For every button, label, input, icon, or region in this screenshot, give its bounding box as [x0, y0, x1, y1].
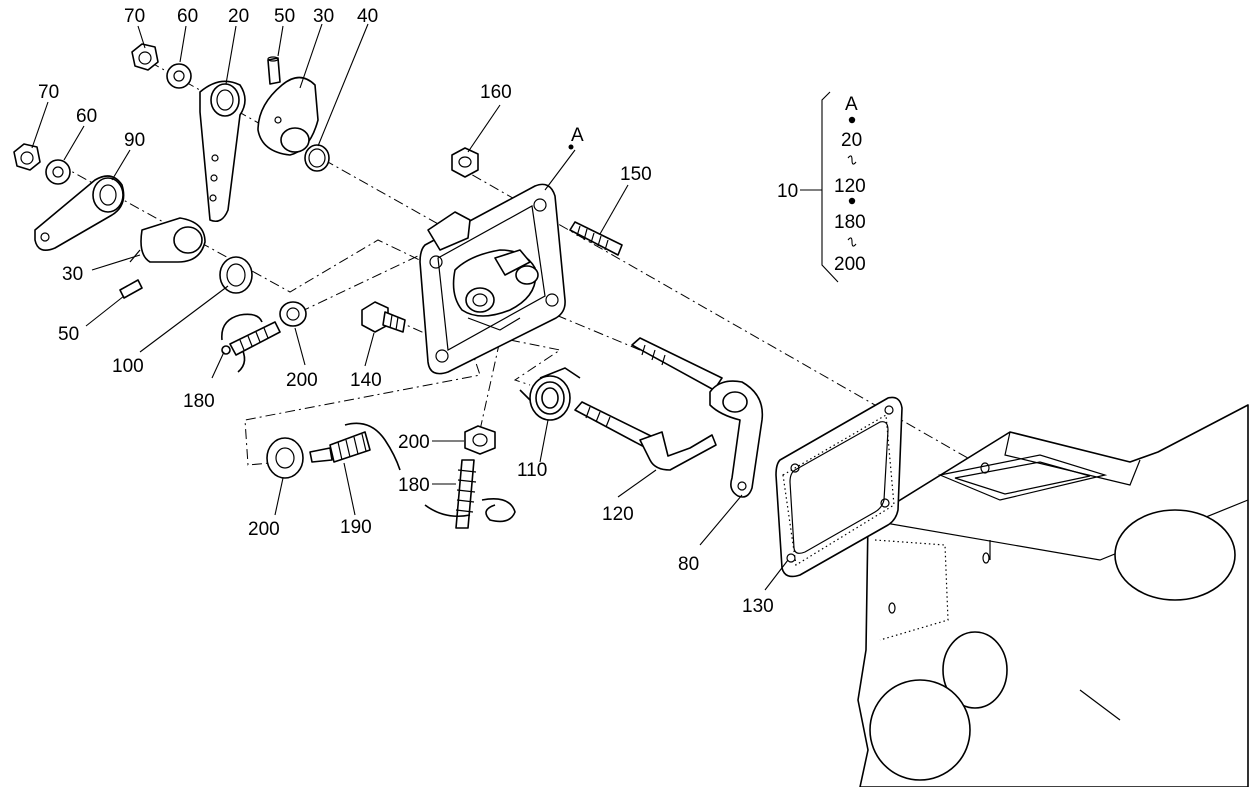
- callout-200-bottom: 200: [248, 519, 280, 540]
- callout-30-top: 30: [313, 6, 334, 27]
- nut-200-center: [464, 425, 496, 455]
- shaft-120: [574, 401, 717, 471]
- callout-140: 140: [350, 370, 382, 391]
- pin-50-left: [119, 279, 143, 299]
- pin-50-top: [267, 56, 281, 85]
- callout-40: 40: [357, 6, 378, 27]
- callout-60-top: 60: [177, 6, 198, 27]
- lever-20: [199, 80, 246, 223]
- callout-180-left: 180: [183, 391, 215, 412]
- legend-bracket: [800, 91, 857, 283]
- bolt-140: [361, 301, 406, 333]
- callout-numbers: 70 60 20 50 30 40 70 60 90 30 50 100 180…: [38, 6, 774, 617]
- adjuster-180-left: [221, 313, 281, 373]
- nut-70-left: [13, 143, 41, 171]
- callout-70-top: 70: [124, 6, 145, 27]
- lever-90: [34, 175, 125, 251]
- callout-60-left: 60: [76, 106, 97, 127]
- callout-190: 190: [340, 517, 372, 538]
- callout-50-left: 50: [58, 324, 79, 345]
- legend-item-200: 200: [834, 254, 866, 275]
- callout-200-mid: 200: [286, 370, 318, 391]
- callout-120: 120: [602, 504, 634, 525]
- seal-100: [219, 256, 253, 294]
- shaft-lever-80: [631, 337, 764, 498]
- washer-60-top: [166, 63, 192, 89]
- engine-block: [857, 404, 1249, 787]
- washer-60-left: [45, 159, 71, 185]
- part-30-top: [257, 76, 319, 156]
- callout-160: 160: [480, 82, 512, 103]
- leader-lines: [31, 23, 789, 591]
- callout-50-top: 50: [274, 6, 295, 27]
- legend-item-180: 180: [834, 212, 866, 233]
- part-30-left: [129, 217, 206, 263]
- callout-30-left: 30: [62, 264, 83, 285]
- nut-70-top: [131, 43, 159, 71]
- callout-110: 110: [517, 460, 547, 481]
- legend-item-a: A: [845, 94, 858, 115]
- legend-item-120: 120: [834, 176, 866, 197]
- spring-190: [309, 422, 401, 471]
- callout-a: A: [571, 125, 584, 146]
- legend-item-20: 20: [841, 130, 862, 151]
- callout-150: 150: [620, 164, 652, 185]
- point-a-marker: [568, 144, 574, 150]
- legend-group-number: 10: [777, 181, 798, 202]
- callout-200-nut: 200: [398, 432, 430, 453]
- stud-150: [569, 221, 623, 256]
- nut-200-mid: [279, 301, 307, 327]
- callout-80: 80: [678, 554, 699, 575]
- circlip-40: [304, 144, 330, 172]
- adjuster-180-lower: [424, 459, 516, 529]
- callout-180-lower: 180: [398, 475, 430, 496]
- nut-160: [451, 147, 479, 178]
- callout-20: 20: [228, 6, 249, 27]
- gasket-130: [775, 396, 903, 578]
- callout-100: 100: [112, 356, 144, 377]
- governor-housing: [419, 183, 566, 375]
- bush-200-bottom: [266, 437, 304, 479]
- callout-90: 90: [124, 130, 145, 151]
- spring-110: [519, 367, 581, 421]
- callout-70-left: 70: [38, 82, 59, 103]
- legend: 10 A 20 120 180 200: [777, 94, 866, 275]
- callout-130: 130: [742, 596, 774, 617]
